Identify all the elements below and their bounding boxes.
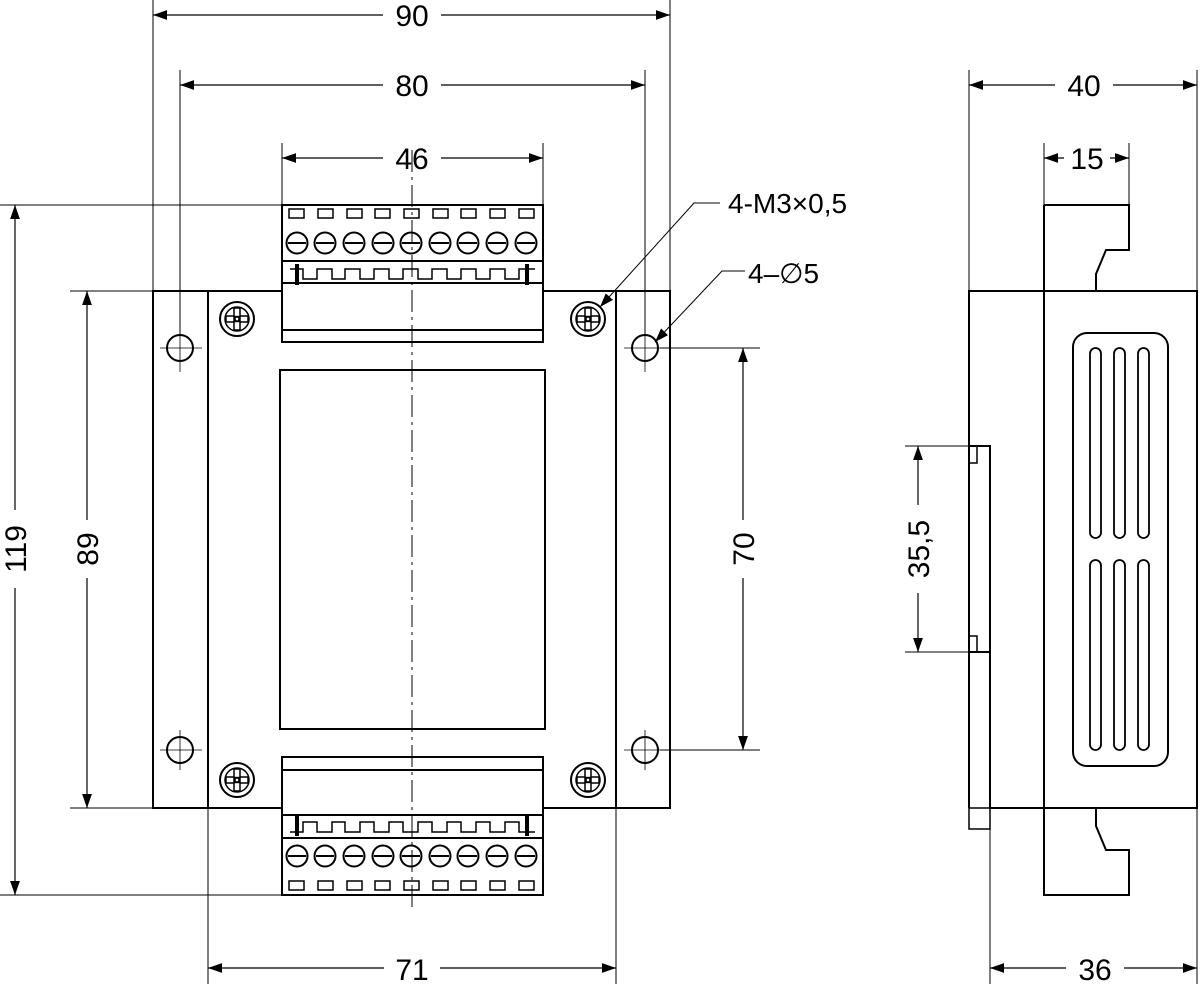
din-rail-clip <box>969 445 991 652</box>
dim-70-label: 70 <box>728 532 761 565</box>
dimension-lines-front <box>10 10 748 973</box>
hole-center-marks <box>160 330 668 770</box>
dim-89-label: 89 <box>72 532 105 565</box>
leader-lines <box>599 202 745 343</box>
dim-36-label: 36 <box>1078 954 1111 984</box>
dim-71-label: 71 <box>395 954 428 984</box>
dim-46-label: 46 <box>395 143 428 176</box>
hole-diameter-note: 4–∅5 <box>748 258 819 289</box>
extension-lines-side <box>905 70 1198 984</box>
vent-slots <box>1089 347 1150 751</box>
dim-40-label: 40 <box>1067 70 1100 103</box>
dimension-lines-side <box>913 80 1197 973</box>
dim-35-5-label: 35,5 <box>903 520 936 578</box>
body-screw-bottom-right <box>570 762 606 798</box>
dim-119-label: 119 <box>0 525 33 573</box>
body-screw-bottom-left <box>219 762 255 798</box>
body-screw-top-right <box>570 301 606 337</box>
side-terminal-top <box>1043 204 1130 291</box>
dim-15-label: 15 <box>1070 143 1103 176</box>
terminal-slots-bottom <box>288 880 535 891</box>
terminal-slots-top <box>288 208 535 219</box>
vent-panel <box>1072 332 1169 767</box>
side-housing <box>968 290 1198 809</box>
side-terminal-bottom <box>1043 808 1130 896</box>
dim-90-label: 90 <box>395 0 428 33</box>
dim-80-label: 80 <box>395 70 428 103</box>
side-view <box>968 204 1198 896</box>
body-screw-top-left <box>219 301 255 337</box>
screw-thread-note: 4-M3×0,5 <box>728 188 847 219</box>
